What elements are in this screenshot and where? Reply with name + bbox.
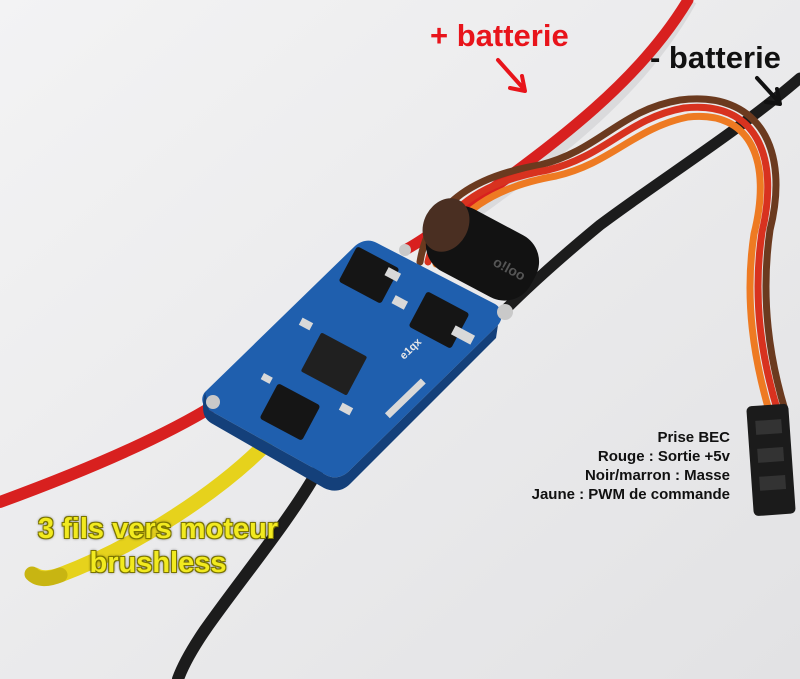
motor-label-line-1: 3 fils vers moteur bbox=[37, 513, 279, 545]
esc-pcb bbox=[202, 240, 513, 491]
motor-label-line-2: brushless bbox=[89, 547, 227, 579]
mosfet-3 bbox=[260, 384, 320, 440]
bec-wire-orange bbox=[432, 112, 774, 418]
bec-line-pwm: Jaune : PWM de commande bbox=[531, 486, 730, 503]
black-battery-wire bbox=[499, 72, 800, 316]
yellow-motor-wire-tip bbox=[24, 566, 68, 587]
plus-battery-label: + batterie bbox=[430, 18, 569, 53]
bec-line-ground: Noir/marron : Masse bbox=[584, 467, 730, 484]
inductor-component: o!loo bbox=[422, 198, 540, 301]
minus-battery-arrow bbox=[755, 76, 782, 106]
bec-title: Prise BEC bbox=[657, 429, 730, 446]
minus-battery-label: - batterie bbox=[650, 40, 781, 75]
bec-wire-red bbox=[424, 103, 782, 416]
plus-battery-arrow bbox=[496, 58, 527, 93]
microcontroller bbox=[301, 333, 367, 395]
bec-legend: Prise BEC Rouge : Sortie +5v Noir/marron… bbox=[532, 428, 730, 504]
red-output-wire bbox=[0, 399, 221, 508]
bec-line-red: Rouge : Sortie +5v bbox=[597, 448, 730, 465]
bec-wire-brown bbox=[416, 95, 789, 414]
mosfet-1 bbox=[339, 247, 399, 303]
motor-wires-label: 3 fils vers moteur brushless bbox=[8, 512, 308, 580]
black-motor-wire bbox=[172, 464, 324, 679]
bec-connector bbox=[746, 403, 796, 516]
